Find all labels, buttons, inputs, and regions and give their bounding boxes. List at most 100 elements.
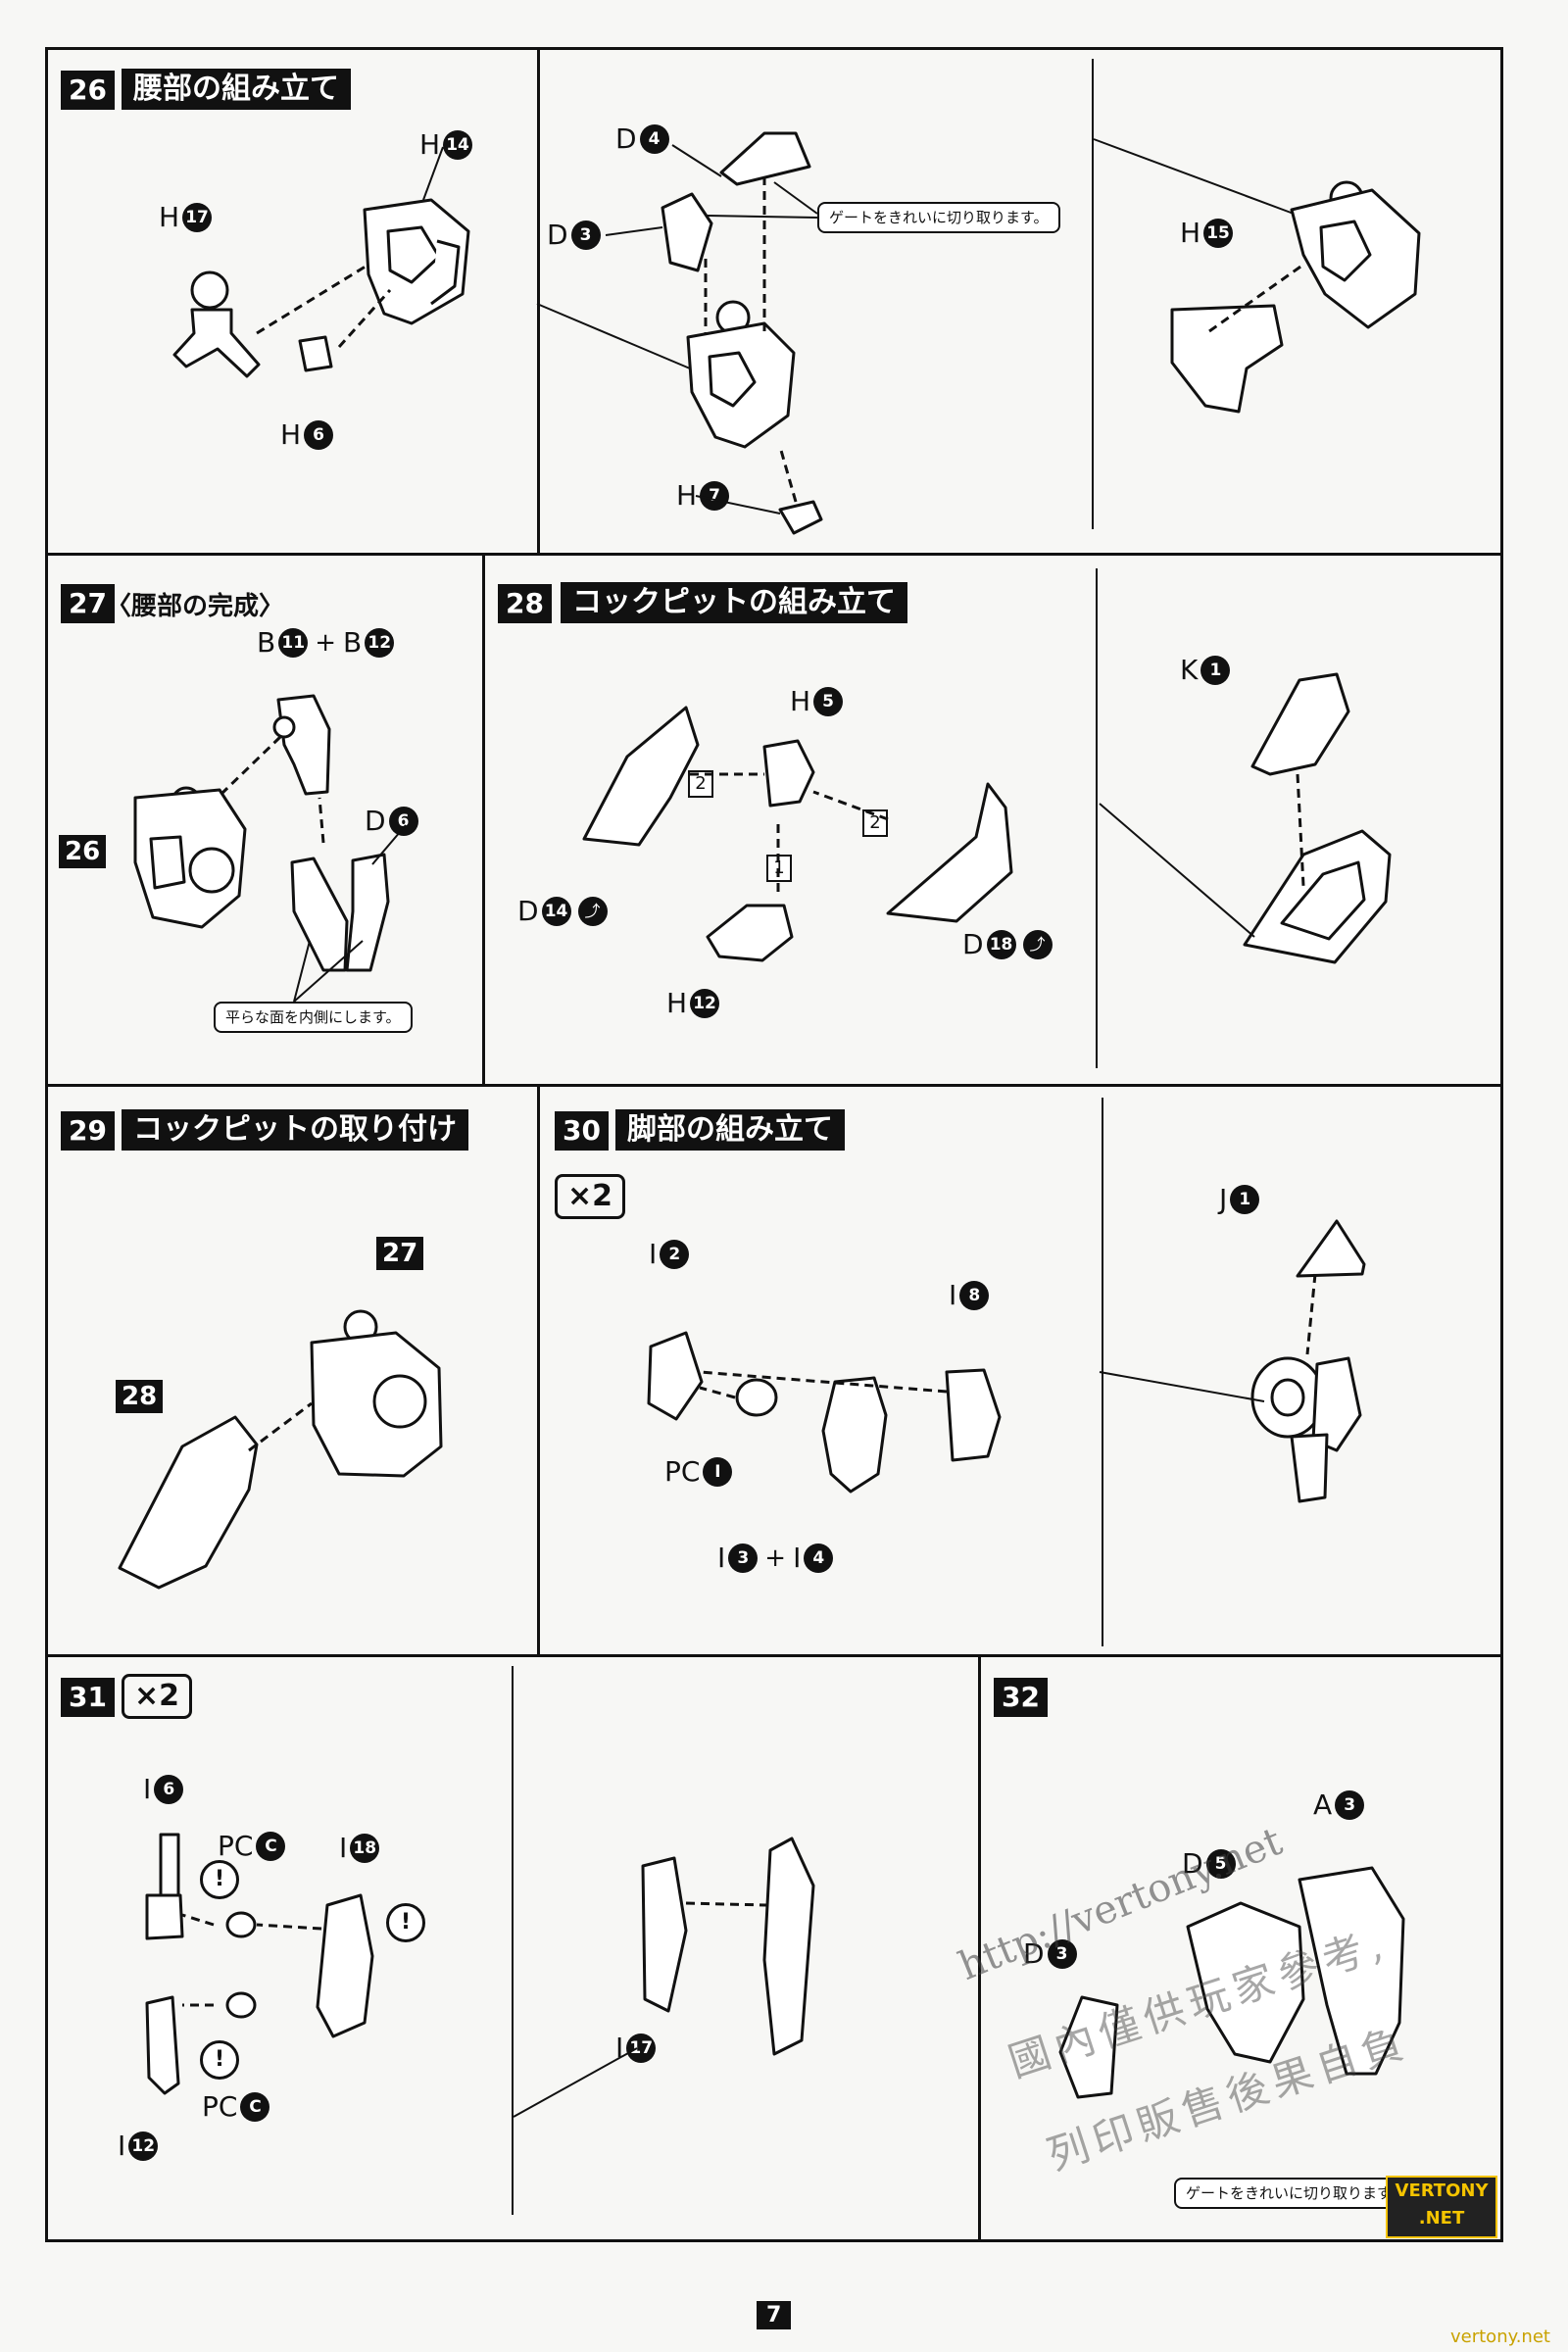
arm-joint-i6: [145, 1833, 184, 1940]
footer-url: vertony.net: [1450, 2327, 1550, 2347]
step-28-number: 28: [498, 584, 552, 623]
ref-26-box: 26: [59, 835, 107, 868]
row-divider-3: [45, 1654, 1503, 1657]
glue-icon: ⤴: [1022, 930, 1053, 959]
step-32-gate-note: ゲートをきれいに切り取ります。: [1174, 2178, 1417, 2209]
ref-28-box: 28: [116, 1380, 164, 1413]
waist-armor-part: [1170, 304, 1284, 414]
step-27-number: 27: [61, 584, 115, 623]
step-31-number: 31: [61, 1678, 115, 1717]
leg-cover-i8: [945, 1368, 1002, 1462]
vertony-logo: VERTONY.NET: [1386, 2176, 1497, 2238]
plate-d6-right: [345, 853, 390, 972]
step-29-number: 29: [61, 1111, 115, 1151]
arm-assembly-part: [762, 1837, 815, 2056]
ref-27-box: 27: [376, 1237, 424, 1270]
arm-shell-i17: [641, 1856, 688, 2013]
leg-joint-i2: [647, 1331, 704, 1421]
order-box-2-right: 2: [862, 809, 888, 837]
sub-divider-28: [1096, 568, 1098, 1068]
cockpit-base-h12: [706, 904, 794, 962]
col-divider-27: [482, 553, 485, 1084]
step-30-number: 30: [555, 1111, 609, 1151]
col-divider-31: [978, 1654, 981, 2242]
waist-small-part: [298, 335, 333, 372]
armor-a3-part: [1298, 1866, 1405, 2076]
cockpit-canopy-d18: [886, 782, 1013, 923]
waist-side-part: [661, 192, 713, 272]
waist-cover-part: [719, 131, 811, 186]
plate-d6-left: [290, 857, 349, 972]
step-30-title: 脚部の組み立て: [615, 1109, 845, 1151]
poly-cap-pci: [735, 1378, 778, 1417]
armor-d5-part: [1186, 1901, 1305, 2064]
page-number: 7: [757, 2301, 792, 2329]
cockpit-shell-d14: [582, 706, 700, 847]
canopy-k1-part: [1250, 672, 1350, 776]
cockpit-part-28: [118, 1415, 259, 1590]
cockpit-assembly-part: [1243, 829, 1392, 964]
waist-part-27: [310, 1309, 443, 1478]
poly-cap-pcc-top: [225, 1911, 257, 1938]
caution-icon: !: [200, 2040, 239, 2080]
glue-icon: ⤴: [577, 897, 608, 926]
armor-d3-part: [1058, 1995, 1119, 2099]
caution-icon: !: [200, 1860, 239, 1899]
step-27-flat-face-note: 平らな面を内側にします。: [214, 1002, 413, 1033]
col-divider-26: [537, 47, 540, 553]
sub-divider-31: [512, 1666, 514, 2215]
step-29-title: コックピットの取り付け: [122, 1109, 468, 1151]
sub-divider-26: [1092, 59, 1094, 529]
waist-completed-part: [1290, 180, 1421, 329]
step-28-title: コックピットの組み立て: [561, 582, 907, 623]
cone-j1-part: [1296, 1219, 1366, 1278]
leg-assembly-part: [1250, 1356, 1362, 1503]
joint-b11-b12-part: [272, 694, 331, 796]
step-26-title: 腰部の組み立て: [122, 69, 351, 110]
cockpit-seat-h5: [762, 739, 815, 808]
waist-peg-part: [778, 500, 823, 535]
step-31-multiplier: ×2: [122, 1674, 193, 1719]
waist-frame-part: [363, 198, 470, 325]
waist-part-26-ref: [133, 786, 247, 929]
waist-joint-part: [172, 270, 261, 378]
col-divider-29: [537, 1084, 540, 1654]
step-32-number: 32: [994, 1678, 1048, 1717]
step-27-title: 〈腰部の完成〉: [106, 592, 285, 621]
step-30-multiplier: ×2: [555, 1174, 626, 1219]
step-26-number: 26: [61, 71, 115, 110]
arm-cover-i18: [316, 1893, 374, 2038]
poly-cap-pcc-bottom: [225, 1991, 257, 2019]
page-frame: [45, 47, 1503, 2242]
leg-part-i3-i4: [821, 1376, 888, 1494]
caution-icon: !: [386, 1903, 425, 1942]
